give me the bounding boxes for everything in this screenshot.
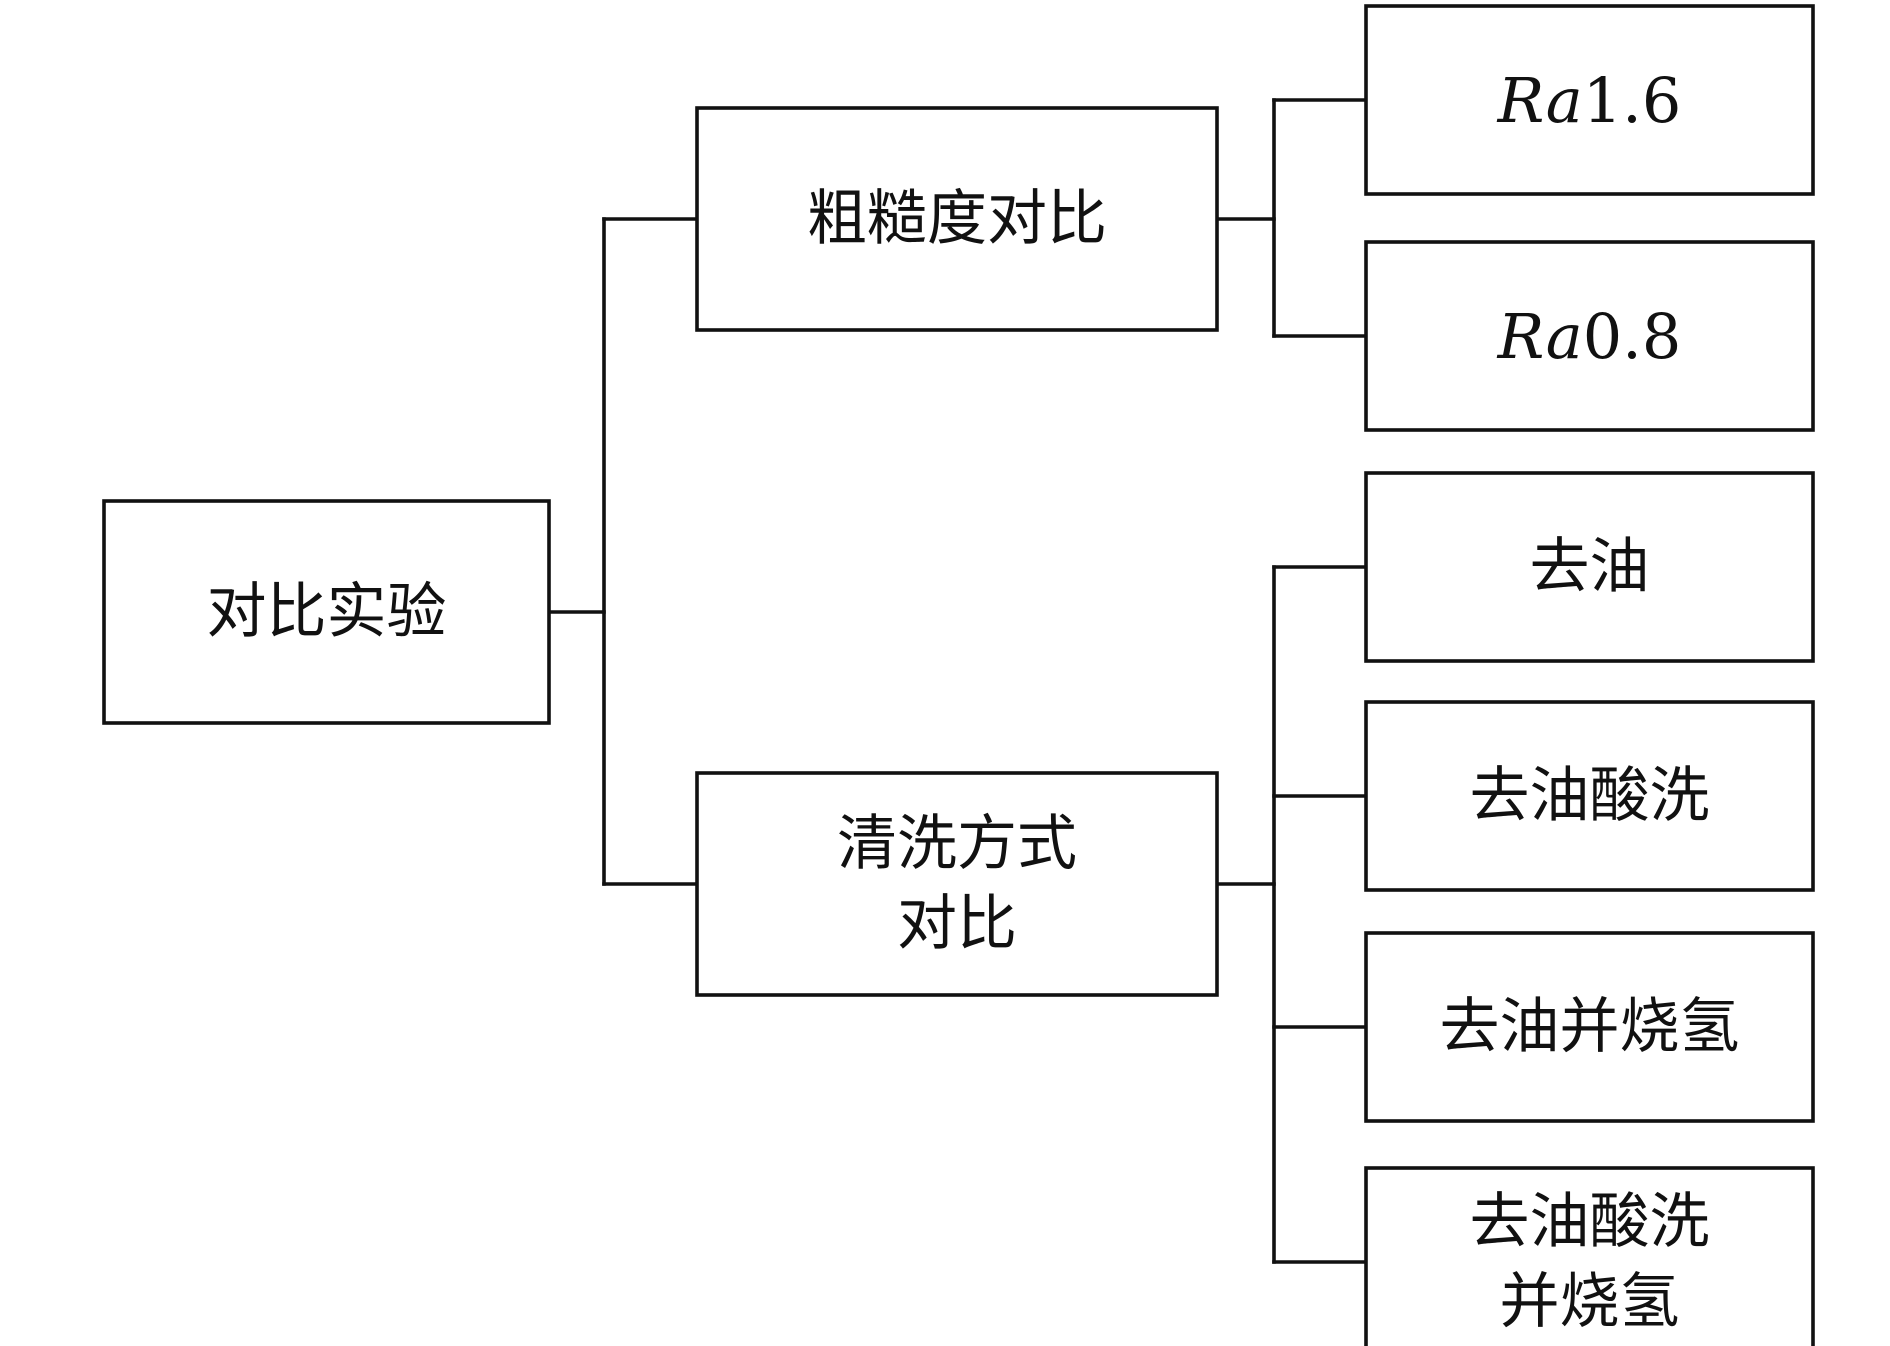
leaf-node-2-4-label-segment: 去油酸洗 [1470,1187,1710,1257]
root-node: 对比实验 [102,499,551,725]
root-node-label-line: 对比实验 [207,577,447,647]
leaf-node-2-2-label-line: 去油酸洗 [1470,761,1710,831]
leaf-node-1-1-label-segment: 1.6 [1583,64,1682,137]
leaf-node-1-2-label-segment: Ra [1497,300,1583,373]
root-node-box [102,499,551,725]
leaf-node-1-1-box [1364,4,1815,196]
leaf-node-2-1-label-segment: 去油 [1530,532,1650,602]
branch-node-1-box [695,106,1219,332]
branch-node-2-label-line: 清洗方式 [837,809,1077,879]
leaf-node-1-2: Ra0.8 [1364,240,1815,432]
leaf-node-2-3-label-segment: 去油并烧氢 [1440,992,1740,1062]
leaf-node-1-2-label-segment: 0.8 [1583,300,1682,373]
leaf-node-1-1-label-segment: Ra [1497,64,1583,137]
branch-node-1: 粗糙度对比 [695,106,1219,332]
leaf-node-1-1-label-line: Ra1.6 [1497,64,1682,137]
leaf-node-1-1: Ra1.6 [1364,4,1815,196]
leaf-node-1-2-label-line: Ra0.8 [1497,300,1682,373]
leaf-node-2-1-label-line: 去油 [1530,532,1650,602]
leaf-node-2-2-box [1364,700,1815,892]
branch-node-2-box [695,771,1219,997]
leaf-node-2-1: 去油 [1364,471,1815,663]
leaf-node-2-4-label-segment: 并烧氢 [1500,1267,1680,1337]
leaf-node-2-3-box [1364,931,1815,1123]
leaf-node-2-4-box [1364,1166,1815,1346]
leaf-node-2-1-box [1364,471,1815,663]
branch-node-1-label-line: 粗糙度对比 [807,184,1107,254]
connector-lines [547,98,1368,1264]
leaf-node-2-4-label-line: 并烧氢 [1500,1267,1680,1337]
leaf-node-2-4-label-line: 去油酸洗 [1470,1187,1710,1257]
leaf-node-2-2: 去油酸洗 [1364,700,1815,892]
branch-node-2-label-line: 对比 [897,889,1017,959]
leaf-node-1-2-box [1364,240,1815,432]
leaf-node-2-2-label-segment: 去油酸洗 [1470,761,1710,831]
leaf-node-2-3: 去油并烧氢 [1364,931,1815,1123]
diagram-nodes: 对比实验粗糙度对比Ra1.6Ra0.8清洗方式对比去油去油酸洗去油并烧氢去油酸洗… [102,4,1815,1346]
leaf-node-2-3-label-line: 去油并烧氢 [1440,992,1740,1062]
